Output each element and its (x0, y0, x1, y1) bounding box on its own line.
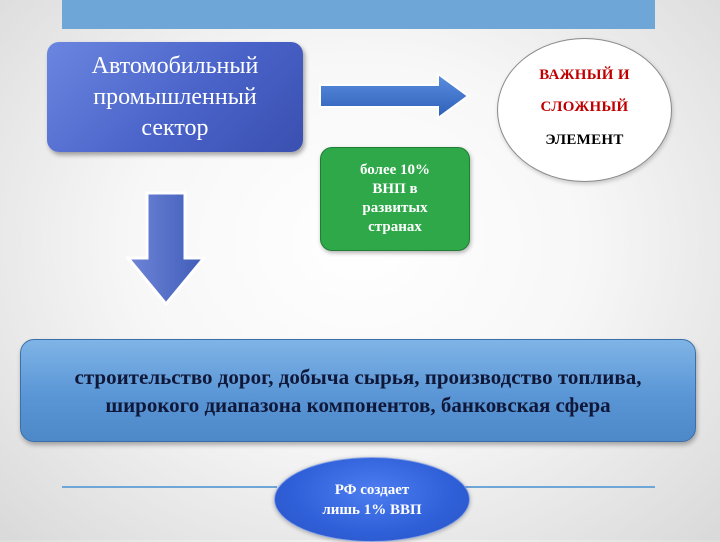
down-arrow-icon (124, 191, 208, 307)
gdp-share-box: более 10% ВНП в развитых странах (320, 147, 470, 251)
ellipse-line-3: ЭЛЕМЕНТ (545, 132, 624, 148)
top-bar (62, 0, 655, 29)
divider-left (62, 486, 277, 488)
russia-gdp-label: РФ создает лишь 1% ВВП (322, 481, 422, 518)
automotive-sector-box: Автомобильный промышленный сектор (47, 42, 303, 152)
gdp-share-label: более 10% ВНП в развитых странах (359, 162, 431, 235)
important-element-ellipse: ВАЖНЫЙ И СЛОЖНЫЙ ЭЛЕМЕНТ (497, 38, 672, 182)
ellipse-line-2: СЛОЖНЫЙ (540, 99, 629, 115)
ellipse-line-1: ВАЖНЫЙ И (539, 67, 630, 83)
russia-gdp-ellipse: РФ создает лишь 1% ВВП (274, 457, 470, 542)
divider-right (465, 486, 655, 488)
automotive-sector-label: Автомобильный промышленный сектор (91, 52, 259, 141)
related-industries-label: строительство дорог, добыча сырья, произ… (74, 364, 642, 417)
right-arrow-icon (319, 72, 470, 120)
related-industries-box: строительство дорог, добыча сырья, произ… (20, 339, 696, 442)
